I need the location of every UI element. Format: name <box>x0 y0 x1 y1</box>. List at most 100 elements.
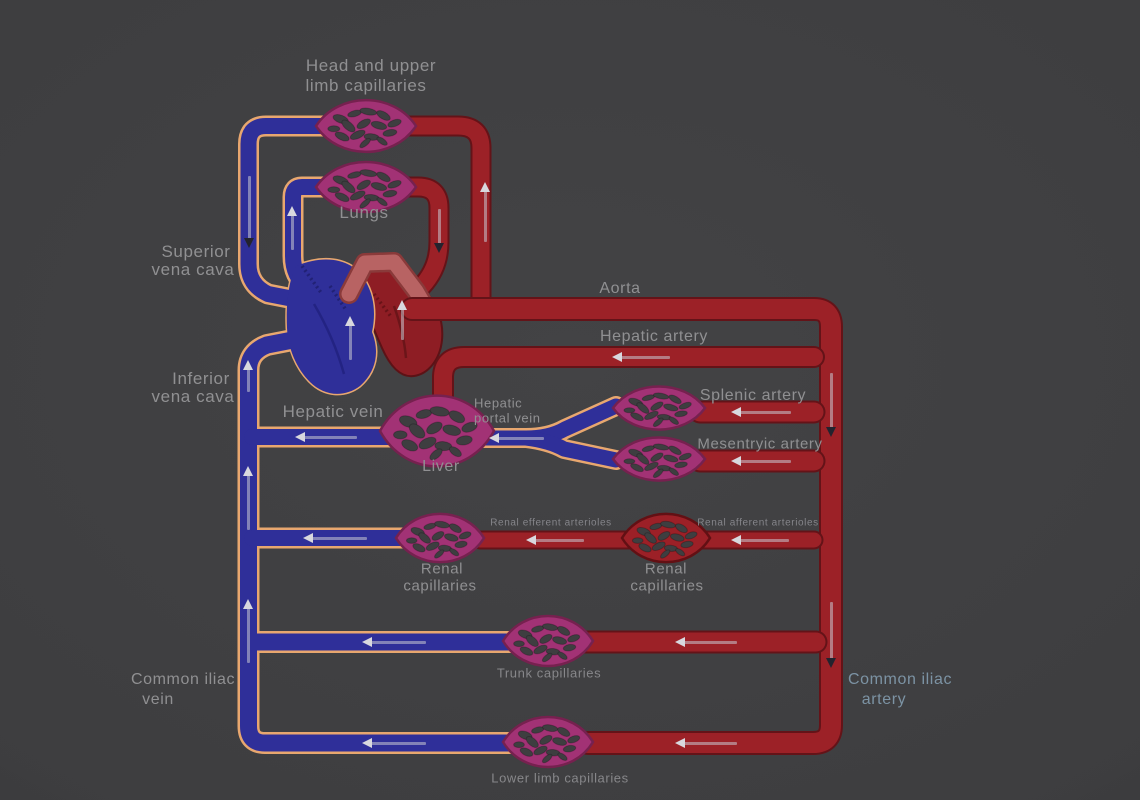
capillary-mesh-hole <box>429 448 443 461</box>
liver-capillary-bed <box>378 394 496 468</box>
capillary-mesh-hole <box>644 532 657 544</box>
capillary-mesh-hole <box>657 530 671 541</box>
head-upper-limb-capillary-bed <box>314 98 418 154</box>
capillary-mesh-hole <box>426 421 443 435</box>
capillary-mesh-hole <box>382 128 398 137</box>
capillary-mesh-hole <box>458 531 472 540</box>
capillary-mesh-hole <box>513 640 525 648</box>
capillary-mesh-hole <box>678 452 692 461</box>
aortic-arch-band <box>341 254 431 311</box>
capillary-mesh-hole <box>418 436 437 450</box>
capillary-mesh-hole <box>387 179 402 189</box>
capillary-mesh-hole <box>341 180 356 194</box>
capillary-mesh-hole <box>376 171 391 183</box>
capillary-mesh-hole <box>567 634 581 643</box>
capillary-mesh-hole <box>644 461 659 472</box>
capillary-mesh-hole <box>644 410 659 421</box>
capillary-mesh-hole <box>401 439 419 452</box>
capillary-mesh-hole <box>663 454 679 463</box>
capillary-mesh-hole <box>684 531 698 540</box>
capillary-mesh-hole <box>680 540 694 549</box>
capillary-mesh-hole <box>557 651 568 660</box>
capillary-mesh-hole <box>557 726 571 737</box>
capillary-mesh-hole <box>630 412 644 422</box>
capillary-mesh-hole <box>359 137 371 149</box>
capillary-mesh-hole <box>652 392 670 400</box>
renal-capillary-bed-left-mesh <box>405 520 472 559</box>
capillary-mesh-hole <box>327 125 341 133</box>
capillary-mesh-hole <box>356 118 371 130</box>
renal-capillary-bed-right-mesh <box>631 520 698 559</box>
heart-right-marking <box>300 264 348 311</box>
capillary-mesh-hole <box>652 417 664 428</box>
inferior-vena-cava-pipe <box>240 328 529 752</box>
capillary-mesh-hole <box>525 736 539 748</box>
capillary-mesh-hole <box>449 548 460 557</box>
capillary-mesh-hole <box>663 403 679 412</box>
capillary-mesh-hole <box>562 744 577 753</box>
capillary-mesh-hole <box>668 467 680 476</box>
capillary-mesh-hole <box>443 533 459 542</box>
capillary-mesh-hole <box>429 406 450 417</box>
capillary-mesh-hole <box>675 548 686 557</box>
capillary-mesh-hole <box>448 523 462 534</box>
capillary-mesh-hole <box>638 543 652 553</box>
renal-capillary-bed-left <box>394 512 486 564</box>
capillary-mesh-hole <box>650 452 664 463</box>
capillary-mesh-hole <box>382 189 398 198</box>
capillary-mesh-hole <box>668 416 680 425</box>
capillary-mesh-hole <box>387 118 402 128</box>
capillary-mesh-hole <box>376 110 391 121</box>
mesenteric-capillary-bed <box>611 436 707 482</box>
capillary-mesh-hole <box>674 410 688 418</box>
capillary-mesh-hole <box>652 468 664 479</box>
capillary-mesh-hole <box>678 401 692 410</box>
head-upper-limb-capillary-bed-mesh <box>327 107 402 149</box>
capillary-mesh-hole <box>455 435 473 446</box>
capillary-mesh-hole <box>623 458 636 465</box>
capillary-mesh-hole <box>359 169 378 178</box>
capillary-mesh-hole <box>650 401 664 412</box>
hepatic-artery-pipe <box>434 348 823 404</box>
capillary-mesh-hole <box>425 541 440 551</box>
capillary-mesh-hole <box>636 402 650 414</box>
trunk-capillary-bed-mesh <box>513 623 581 663</box>
capillary-mesh-hole <box>448 410 466 424</box>
capillary-mesh-hole <box>631 537 644 544</box>
aortic-arch <box>339 252 433 313</box>
lungs-capillary-bed <box>314 160 418 214</box>
capillary-beds <box>314 98 712 769</box>
capillary-mesh-hole <box>448 446 462 458</box>
capillary-mesh-hole <box>552 737 568 746</box>
capillary-mesh-hole <box>668 445 682 456</box>
mesenteric-capillary-bed-mesh <box>623 443 692 479</box>
capillary-mesh-hole <box>541 652 553 663</box>
capillary-mesh-hole <box>519 747 534 757</box>
capillary-mesh-hole <box>442 424 462 436</box>
capillary-mesh-hole <box>334 192 350 203</box>
capillary-mesh-hole <box>674 461 688 469</box>
liver-capillary-bed-mesh <box>393 406 478 461</box>
capillary-mesh-hole <box>454 540 468 549</box>
capillary-mesh-hole <box>651 541 666 551</box>
capillary-mesh-hole <box>393 430 408 440</box>
trunk-capillary-bed <box>501 614 595 668</box>
capillary-mesh-hole <box>669 533 685 542</box>
capillary-mesh-hole <box>552 636 568 645</box>
capillary-mesh-hole <box>668 394 682 405</box>
capillary-mesh-hole <box>636 453 650 465</box>
capillary-mesh-hole <box>370 182 388 191</box>
capillary-mesh-hole <box>539 633 553 644</box>
capillary-mesh-hole <box>405 537 418 544</box>
capillary-mesh-hole <box>674 523 688 534</box>
capillary-mesh-hole <box>334 131 350 142</box>
heart-left-marking <box>372 292 394 320</box>
aorta-pipe <box>402 299 841 753</box>
splenic-capillary-bed-mesh <box>623 392 692 428</box>
capillary-mesh-hole <box>557 625 571 636</box>
capillary-mesh-hole <box>660 520 676 529</box>
capillary-mesh-hole <box>376 136 388 146</box>
capillary-mesh-hole <box>557 752 568 761</box>
capillary-mesh-hole <box>525 635 539 647</box>
